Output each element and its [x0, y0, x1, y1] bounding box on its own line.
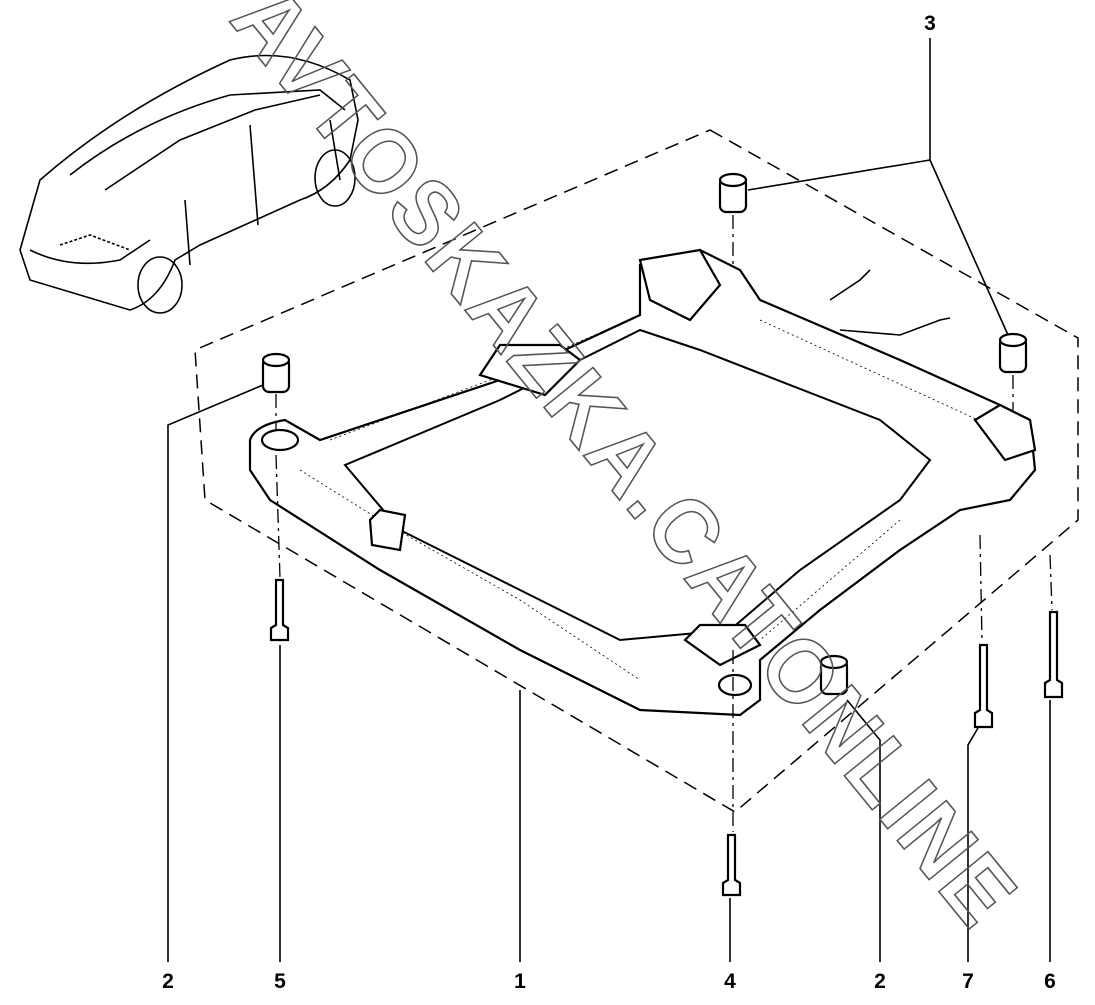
subframe	[248, 248, 1037, 717]
callout-6: 6	[1044, 970, 1056, 993]
callout-4: 4	[724, 970, 736, 993]
assembly-boundary	[194, 129, 1079, 813]
vehicle-thumbnail	[19, 54, 359, 314]
callout-1: 1	[514, 970, 526, 993]
callout-7: 7	[962, 970, 974, 993]
bushing	[998, 332, 1028, 374]
callout-2-right: 2	[874, 970, 886, 993]
bolt	[721, 833, 742, 897]
callout-5: 5	[274, 970, 286, 993]
bushing	[819, 654, 849, 696]
bolt	[1043, 610, 1064, 699]
bolt	[269, 578, 290, 642]
bushing	[718, 172, 748, 214]
callout-3: 3	[924, 12, 936, 35]
callout-2-left: 2	[162, 970, 174, 993]
bolt	[973, 643, 994, 729]
leader-lines	[167, 38, 1051, 962]
bushing	[261, 352, 291, 394]
